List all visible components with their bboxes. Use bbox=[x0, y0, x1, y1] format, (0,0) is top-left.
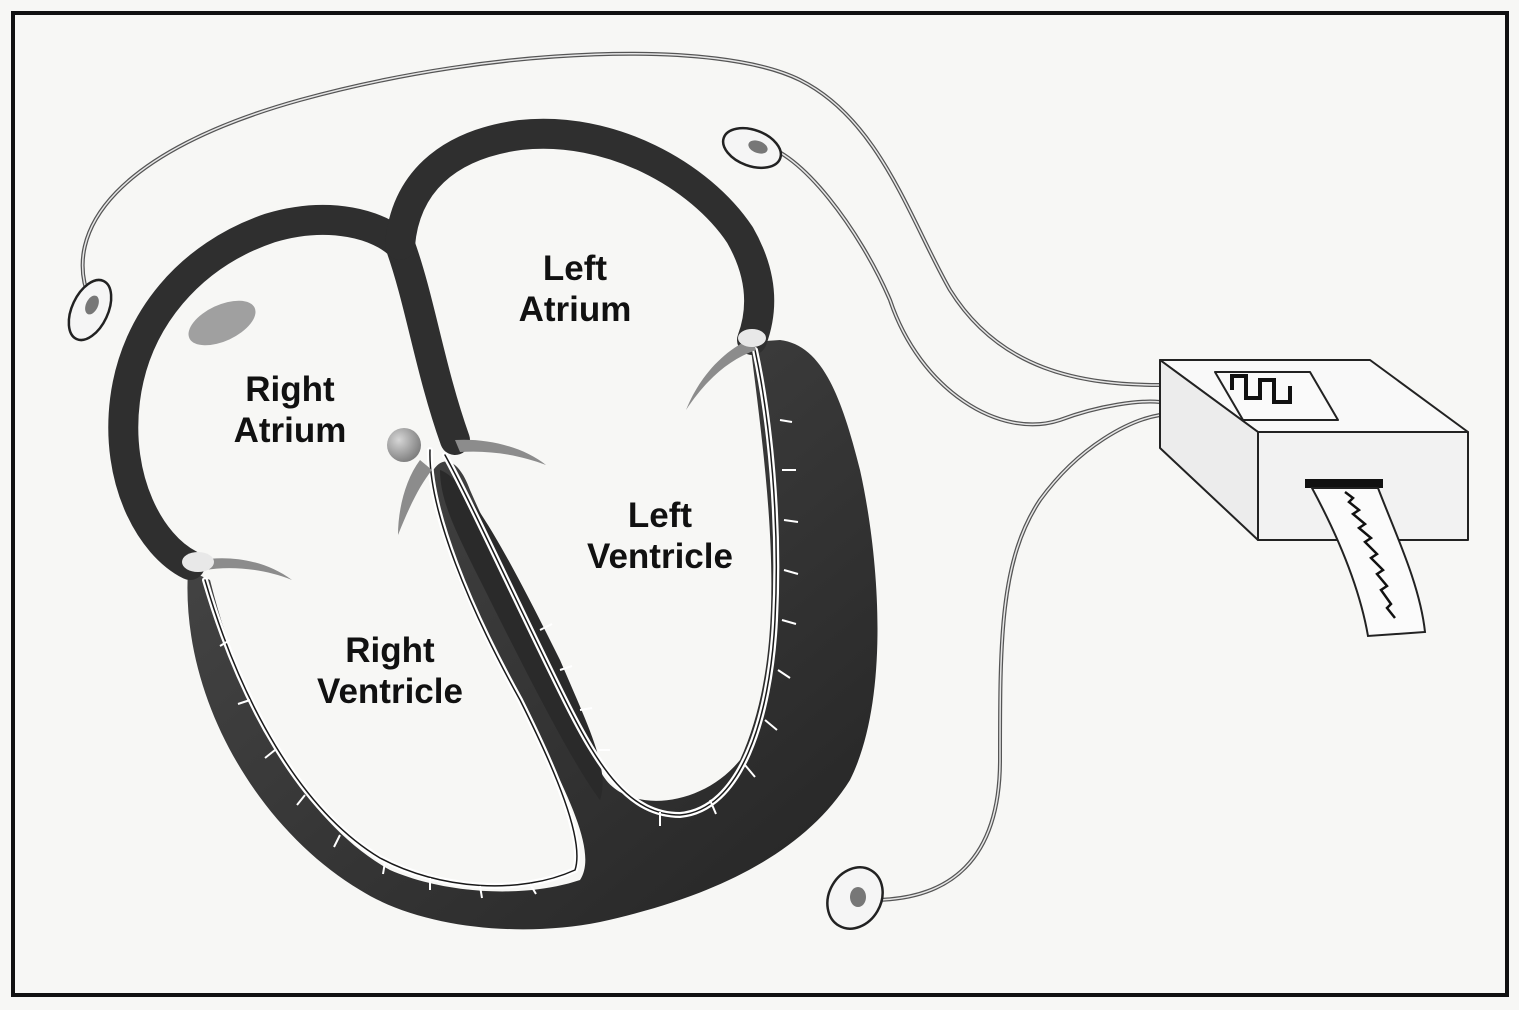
label-line: Left bbox=[500, 248, 650, 289]
label-right-ventricle: Right Ventricle bbox=[290, 630, 490, 712]
label-line: Atrium bbox=[210, 410, 370, 451]
label-right-atrium: Right Atrium bbox=[210, 369, 370, 451]
electrode-right-arm bbox=[60, 273, 120, 346]
label-left-atrium: Left Atrium bbox=[500, 248, 650, 330]
label-line: Ventricle bbox=[560, 536, 760, 577]
label-line: Right bbox=[210, 369, 370, 410]
label-line: Atrium bbox=[500, 289, 650, 330]
label-line: Right bbox=[290, 630, 490, 671]
ecg-machine bbox=[1160, 360, 1468, 540]
label-line: Left bbox=[560, 495, 760, 536]
label-line: Ventricle bbox=[290, 671, 490, 712]
electrode-left-arm bbox=[718, 121, 787, 175]
electrode-left-leg bbox=[816, 857, 893, 938]
label-left-ventricle: Left Ventricle bbox=[560, 495, 760, 577]
paper-slot bbox=[1305, 479, 1383, 488]
av-node bbox=[387, 428, 421, 462]
sa-node bbox=[182, 291, 262, 354]
